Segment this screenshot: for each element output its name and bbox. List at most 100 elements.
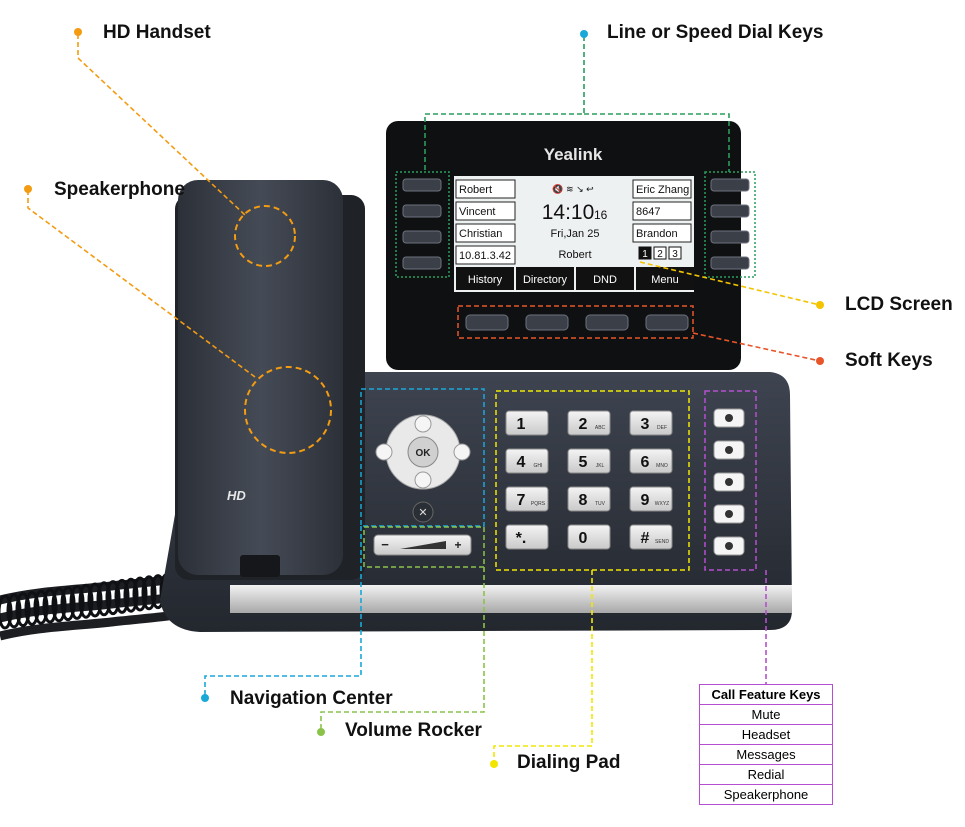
dialpad-digit: 2 [579,416,588,433]
nav-left-button[interactable] [375,443,393,461]
dialpad-key[interactable] [567,448,611,474]
line-key-button[interactable] [402,230,442,244]
volume-wedge-icon [400,541,446,549]
cord-coil [69,584,85,620]
line-key-button[interactable] [710,230,750,244]
dialpad-key[interactable] [505,410,549,436]
nav-right-button[interactable] [453,443,471,461]
cord-coil [141,575,157,611]
lcd-line-label: Christian [459,228,502,240]
speakerphone-zone [244,366,332,454]
cord-coil [132,576,148,612]
cord-coil [51,587,67,623]
lcd-softkey-tab [456,267,514,290]
leader-speakerphone [27,190,256,378]
dialpad-letters: TUV [595,501,606,507]
line-key-button[interactable] [710,178,750,192]
feature-keys-hardware [713,408,745,556]
cord-coil [78,583,94,619]
line-key-button[interactable] [710,256,750,270]
dialpad-digit: 3 [641,416,650,433]
leader-lines [27,34,821,762]
nav-down-button[interactable] [414,471,432,489]
dialpad-key[interactable] [629,410,673,436]
dialpad-key[interactable] [505,486,549,512]
lcd-softkey-tab [516,267,574,290]
soft-key-button[interactable] [645,314,689,331]
handset-hd-badge: HD [227,488,246,503]
label-lcd-screen: LCD Screen [845,294,953,315]
dot-volume [317,728,325,736]
handset-plug [240,555,280,577]
dialpad-key[interactable] [505,524,549,550]
line-key-button[interactable] [402,178,442,192]
feature-table-row: Messages [699,744,833,765]
lcd-status-icons: 🔇 ≋ ↘ ↩ [552,183,594,194]
dialpad-key[interactable] [567,524,611,550]
lcd-page-number: 3 [672,249,678,260]
leader-hd-handset [77,34,246,216]
dialpad-letters: JKL [596,463,605,469]
dialpad-digit: 6 [641,454,650,471]
cancel-button[interactable] [412,501,434,523]
line-key-button[interactable] [402,204,442,218]
dialpad-key[interactable] [505,448,549,474]
lcd-softkey-label: Menu [651,274,679,286]
soft-key-button[interactable] [525,314,569,331]
lcd-page-box [668,246,682,260]
soft-key-button[interactable] [585,314,629,331]
soft-keys-box [457,305,694,339]
lcd-line-label-box [455,223,516,243]
lcd-line-label: Vincent [459,206,496,218]
dialpad-digit: 8 [579,492,588,509]
volume-box [363,526,485,568]
call-feature-keys-table: Call Feature Keys Mute Headset Messages … [699,684,833,805]
cord-coil [60,586,76,622]
feature-keys-box [704,390,757,571]
leader-volume [320,567,485,730]
cancel-icon: ✕ [418,507,427,519]
dialpad-key[interactable] [629,524,673,550]
volume-rocker[interactable] [373,534,472,556]
lcd-page-box [653,246,667,260]
label-soft-keys: Soft Keys [845,350,933,371]
cord-coil [42,588,58,624]
label-navigation-center: Navigation Center [230,688,393,709]
cord-coil [114,578,130,614]
feature-table-title: Call Feature Keys [699,684,833,705]
cord-coil [87,582,103,618]
label-line-keys: Line or Speed Dial Keys [607,22,824,43]
lcd-line-label-box [455,201,516,221]
brand-logo: Yealink [544,145,603,164]
lcd-line-label-box [632,223,692,243]
lcd-softkey-label: History [468,274,503,286]
feature-table-row: Mute [699,704,833,725]
dot-navigation [201,694,209,702]
dialpad-key[interactable] [567,410,611,436]
dialpad-digit: 5 [579,454,588,471]
cord-coil [6,593,22,629]
nav-up-button[interactable] [414,415,432,433]
ok-key[interactable]: OK [416,448,432,459]
dialpad-digit: 1 [517,416,526,433]
lcd-line-label: 8647 [636,206,660,218]
lcd-line-label: Eric Zhang [636,184,689,196]
dialpad-key[interactable] [629,448,673,474]
dialpad-digit: 9 [641,492,650,509]
dialpad-digit: 7 [517,492,526,509]
cord-coil [123,577,139,613]
leader-soft-keys [692,332,821,362]
line-key-button[interactable] [710,204,750,218]
line-key-button[interactable] [402,256,442,270]
lcd-line-label: 10.81.3.42 [459,250,511,262]
cord-coil [33,589,49,625]
label-volume-rocker: Volume Rocker [345,720,482,741]
dot-dialpad [490,760,498,768]
soft-key-button[interactable] [465,314,509,331]
dialpad-letters: WXYZ [655,501,669,507]
dialpad-key[interactable] [629,486,673,512]
silver-strip [230,585,792,613]
dialpad-key[interactable] [567,486,611,512]
cord-coil [105,580,121,616]
